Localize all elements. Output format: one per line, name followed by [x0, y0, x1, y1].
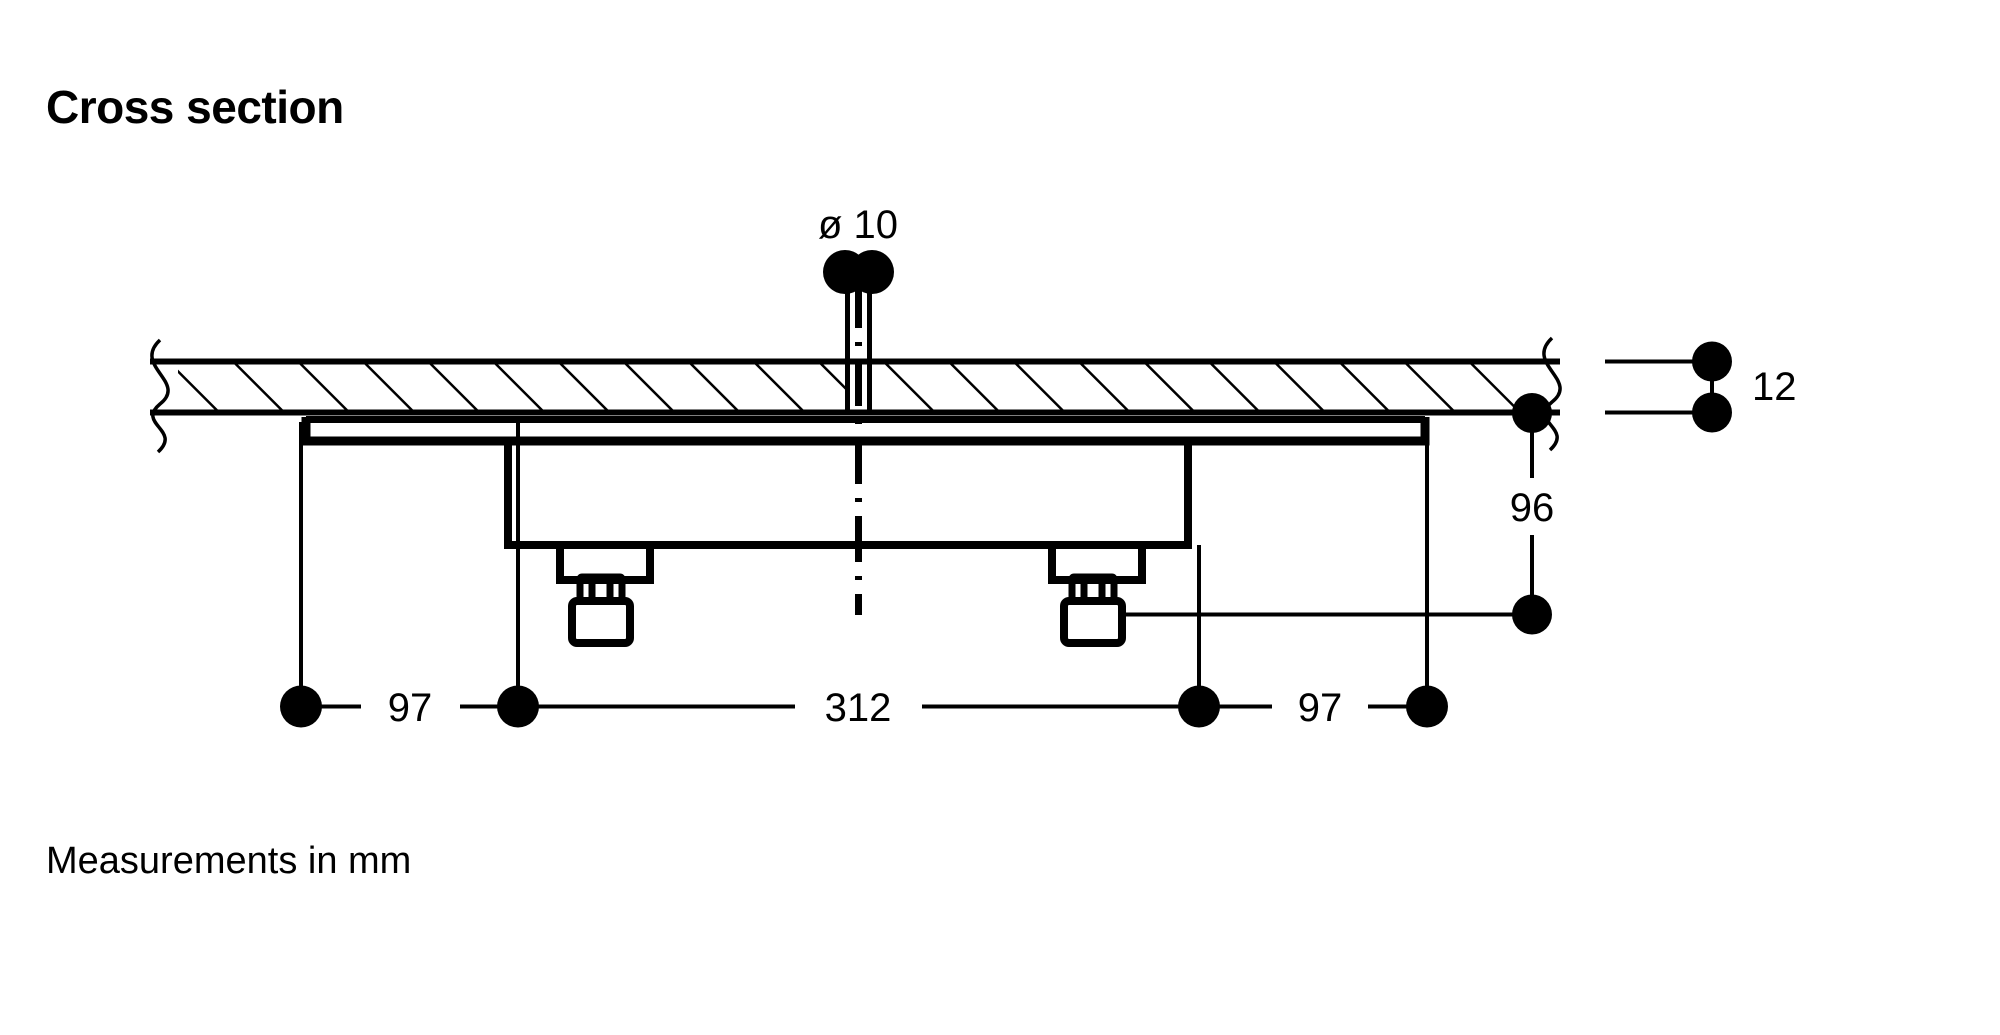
break-symbol-right	[1542, 336, 1562, 452]
hole-diameter-label: ø 10	[818, 203, 898, 247]
right-margin-label: 97	[1298, 686, 1343, 730]
measurement-units-note: Measurements in mm	[46, 840, 412, 882]
left-margin-label: 97	[388, 686, 433, 730]
hole-diameter-dimension	[823, 250, 894, 294]
appliance-depth-dimension	[1122, 393, 1552, 635]
bottom-dimension-chain	[280, 685, 1448, 728]
worktop-thickness-dimension	[1605, 341, 1732, 433]
dimension-extension-lines	[299, 422, 1429, 690]
hole-bore-lines	[845, 280, 872, 412]
hatched-worktop-slab	[150, 358, 1560, 416]
cutout-width-label: 312	[825, 686, 892, 730]
page-title: Cross section	[46, 81, 344, 133]
break-symbol-left	[150, 338, 170, 454]
appliance-body	[301, 416, 1430, 647]
appliance-depth-label: 96	[1510, 486, 1555, 530]
worktop-thickness-label: 12	[1752, 365, 1797, 409]
